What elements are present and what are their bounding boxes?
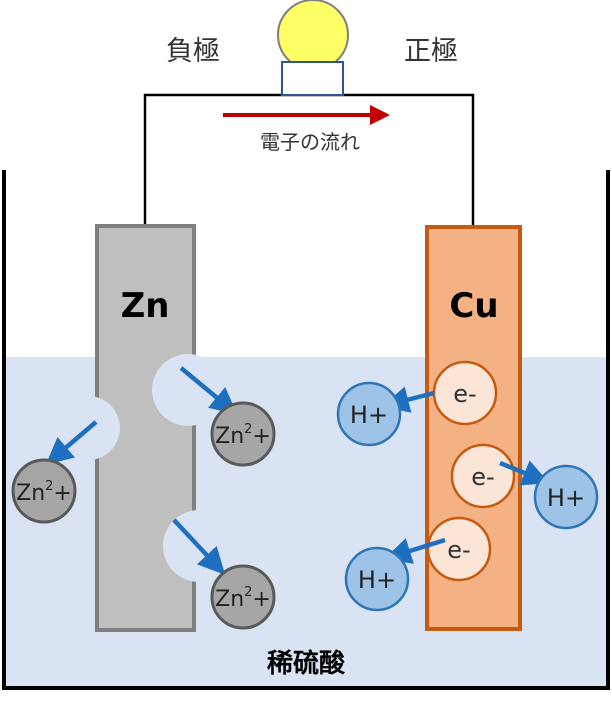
svg-text:Zn2+: Zn2+	[215, 422, 271, 449]
electron-transfer-arrow	[381, 386, 435, 413]
electron-transfer-arrow	[499, 460, 550, 486]
electron: e-	[426, 516, 492, 582]
svg-text:H+: H+	[350, 401, 388, 429]
light-bulb	[277, 0, 349, 96]
svg-text:Zn2+: Zn2+	[215, 585, 271, 612]
copper-label: Cu	[449, 286, 498, 326]
electrolyte-label: 稀硫酸	[267, 648, 346, 679]
zinc-ion-arrow	[179, 366, 238, 415]
zinc-ion-arrow	[172, 518, 226, 575]
zinc-notch	[152, 354, 224, 426]
hydrogen-ion: H+	[336, 381, 402, 447]
svg-text:e-: e-	[471, 463, 494, 491]
positive-pole-label: 正極	[404, 36, 458, 67]
svg-text:H+: H+	[547, 484, 585, 512]
zinc-label: Zn	[121, 286, 170, 326]
electron: e-	[432, 360, 498, 426]
svg-text:Zn2+: Zn2+	[16, 479, 72, 506]
zinc-ion: Zn2+	[210, 401, 276, 467]
hydrogen-ion: H+	[533, 464, 599, 530]
negative-pole-label: 負極	[166, 36, 220, 67]
electron-flow-label: 電子の流れ	[260, 130, 360, 154]
svg-text:e-: e-	[447, 536, 470, 564]
hydrogen-ion: H+	[344, 546, 410, 612]
beaker	[2, 170, 610, 690]
zinc-ion-arrow	[45, 420, 98, 465]
svg-text:e-: e-	[453, 380, 476, 408]
electron: e-	[450, 443, 516, 509]
svg-text:H+: H+	[358, 566, 396, 594]
electron-transfer-arrow	[384, 537, 446, 564]
zinc-ion: Zn2+	[210, 564, 276, 630]
zinc-ion: Zn2+	[11, 458, 77, 524]
